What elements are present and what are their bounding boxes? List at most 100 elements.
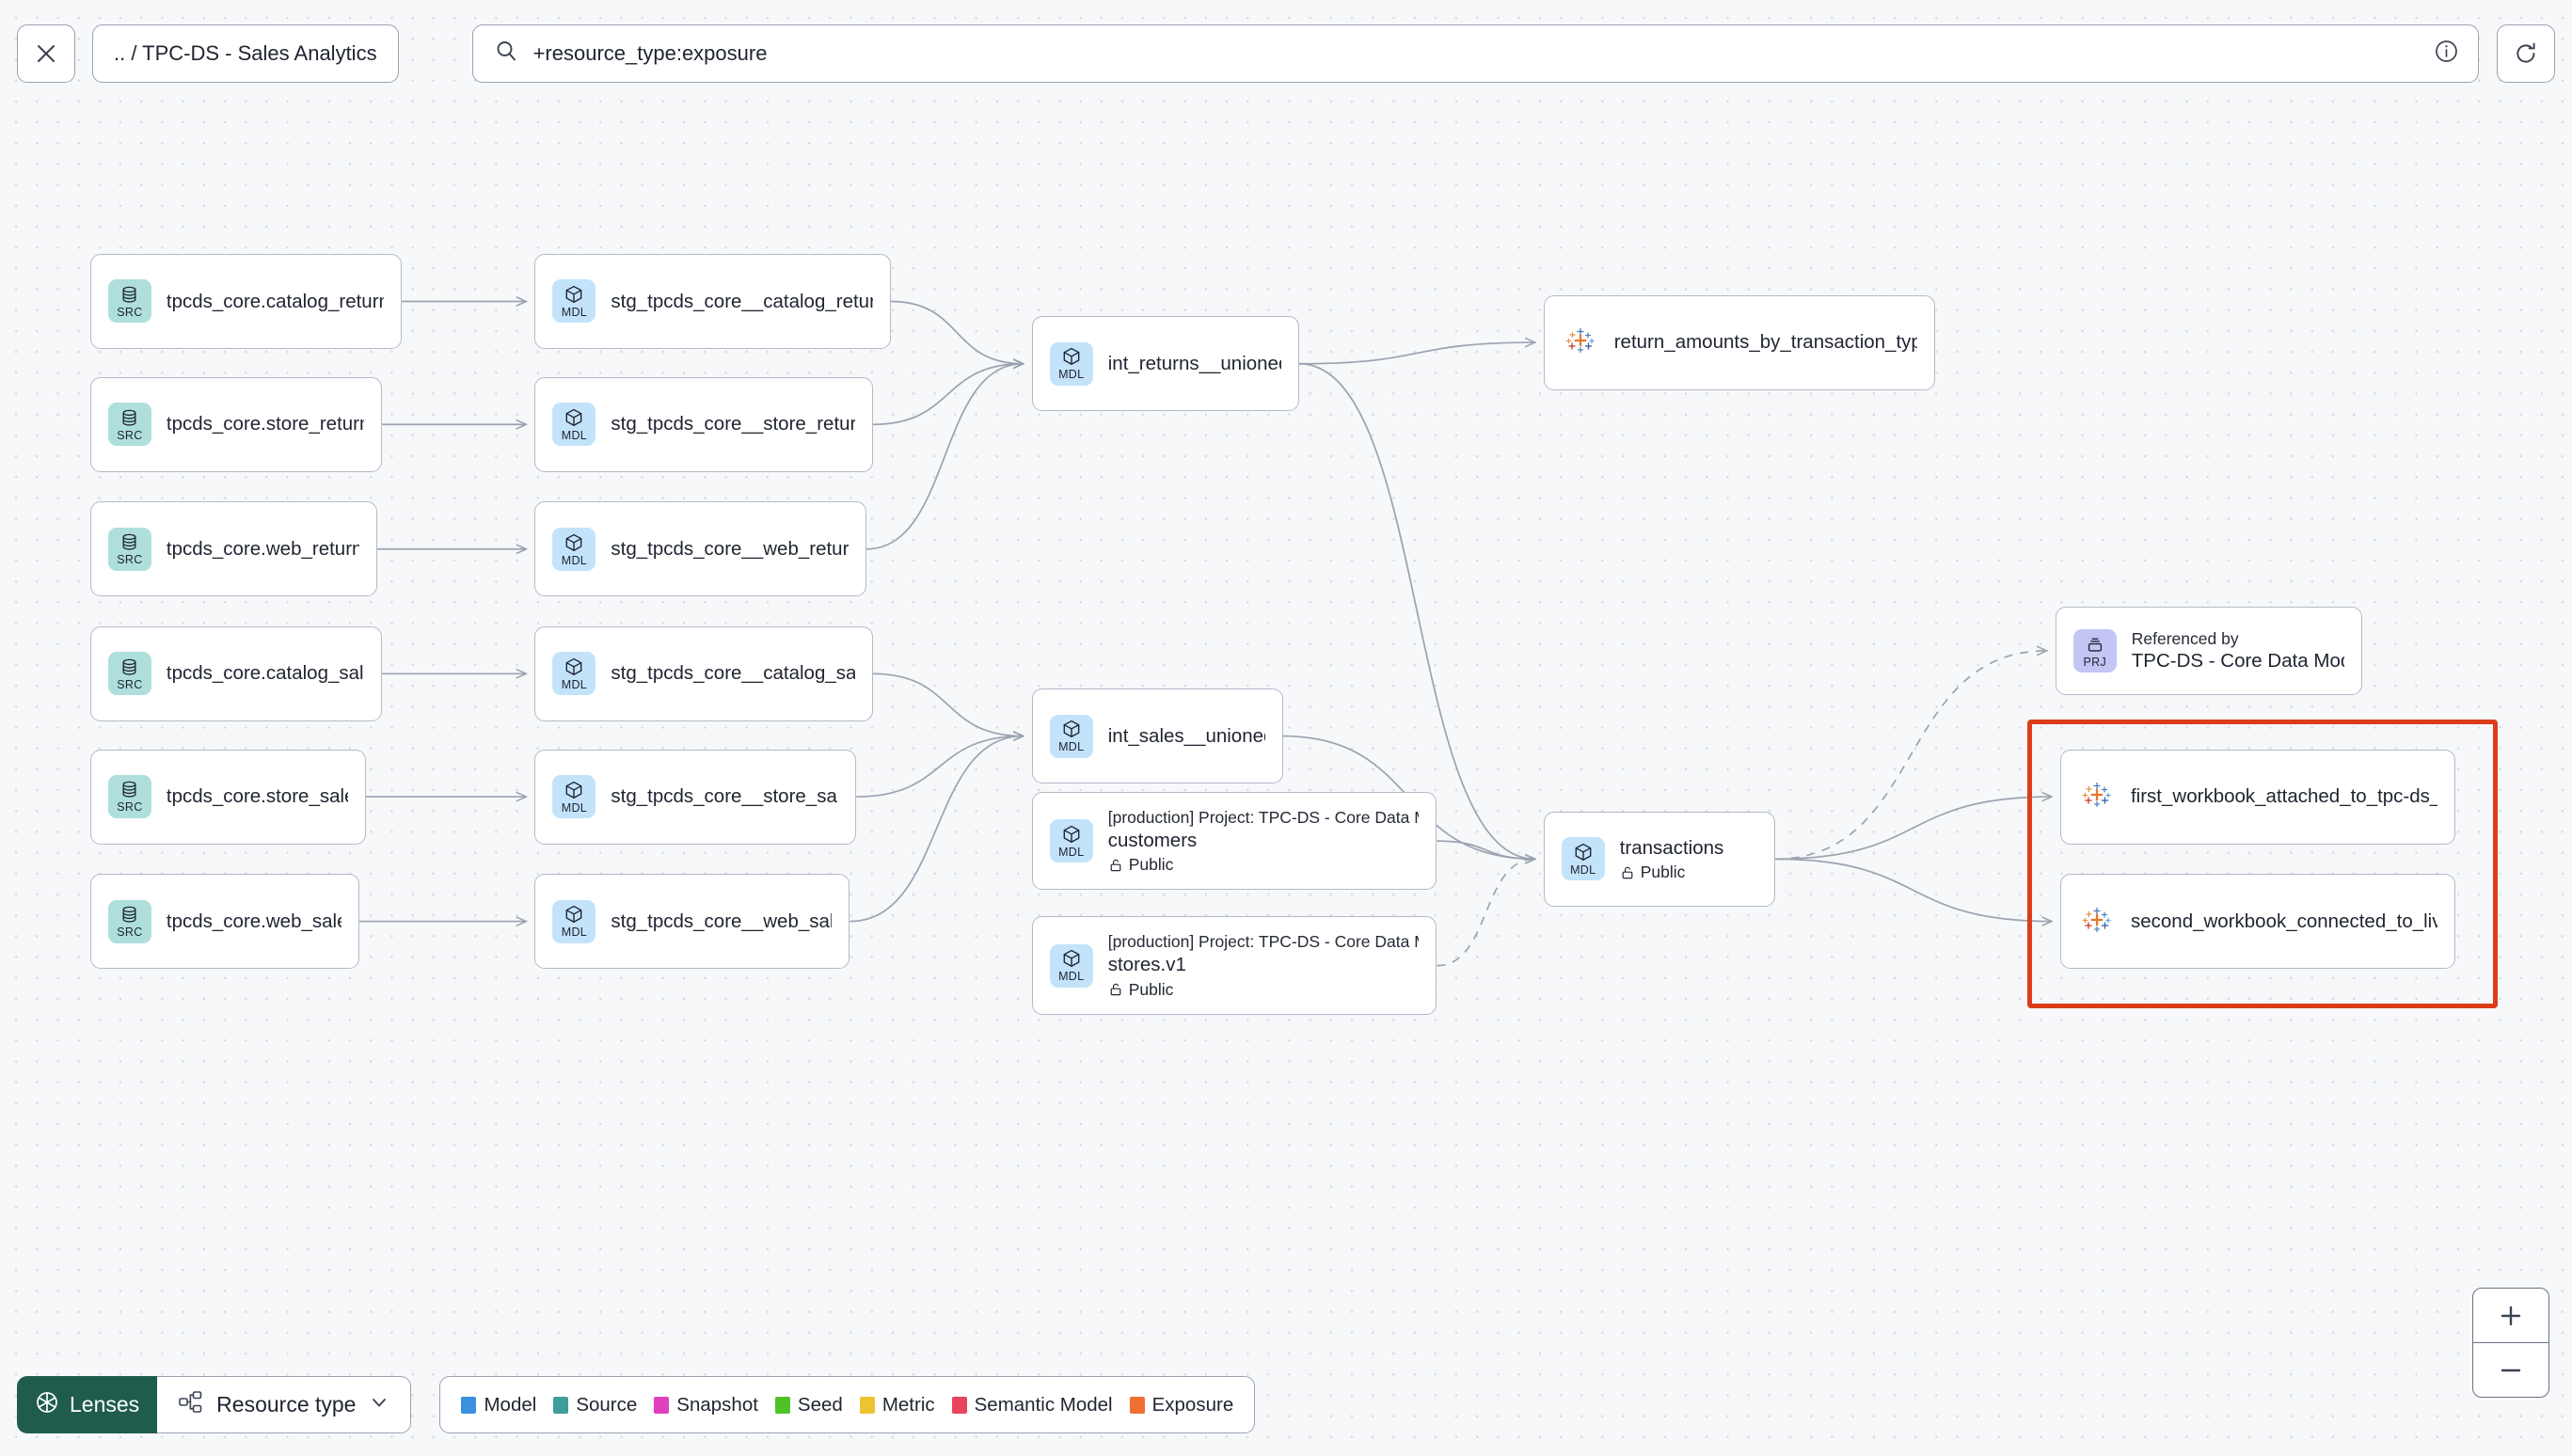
node-label: second_workbook_connected_to_live…	[2130, 910, 2438, 932]
node-visibility-label: Public	[1128, 979, 1174, 999]
lenses-label: Lenses	[70, 1392, 140, 1416]
legend-item[interactable]: Exposure	[1129, 1394, 1233, 1416]
badge-text: MDL	[1058, 970, 1085, 984]
badge-text: MDL	[561, 678, 588, 692]
refresh-icon	[2513, 40, 2539, 67]
badge-text: SRC	[117, 428, 143, 442]
node-text: [production] Project: TPC-DS - Core Data…	[1108, 931, 1420, 999]
legend-item[interactable]: Model	[461, 1394, 536, 1416]
node-text: stg_tpcds_core__store_sales	[611, 784, 838, 809]
node-label: return_amounts_by_transaction_type	[1613, 331, 1918, 354]
node-label: stg_tpcds_core__store_returns	[611, 413, 855, 435]
search-input[interactable]	[532, 40, 2434, 66]
node-label: TPC-DS - Core Data Models	[2131, 650, 2344, 673]
node-text: tpcds_core.store_returns	[167, 412, 364, 436]
node-label: tpcds_core.web_sales	[166, 910, 341, 932]
node-label: stores.v1	[1107, 954, 1186, 976]
tableau-workbook-icon	[2078, 903, 2116, 941]
node-label: int_returns__unioned	[1107, 352, 1281, 374]
node-text: tpcds_core.catalog_returns	[167, 290, 384, 314]
badge-text: SRC	[117, 677, 143, 691]
lineage-node-first_workbook[interactable]: first_workbook_attached_to_tpc-ds_-_…	[2059, 749, 2456, 845]
node-text: tpcds_core.catalog_sales	[167, 661, 364, 686]
search-bar[interactable]	[471, 24, 2479, 83]
lenses-button[interactable]: Lenses	[17, 1376, 158, 1433]
node-label: int_sales__unioned	[1107, 724, 1265, 747]
resource-type-badge-mdl: MDL	[1049, 819, 1093, 863]
zoom-divider	[2473, 1342, 2548, 1343]
legend-item[interactable]: Metric	[859, 1394, 935, 1416]
node-text: int_returns__unioned	[1108, 352, 1281, 376]
lineage-node-src_store_returns[interactable]: SRC tpcds_core.store_returns	[89, 376, 383, 472]
top-toolbar: .. / TPC-DS - Sales Analytics	[0, 0, 2572, 106]
node-text: [production] Project: TPC-DS - Core Data…	[1108, 807, 1420, 875]
lineage-edge	[1774, 797, 2052, 861]
database-icon	[119, 532, 139, 552]
resource-type-badge-prj: PRJ	[2072, 628, 2117, 673]
lineage-edge	[1774, 651, 2047, 861]
badge-text: MDL	[561, 553, 588, 567]
lineage-node-return_amounts[interactable]: return_amounts_by_transaction_type	[1543, 294, 1936, 390]
resource-type-dropdown[interactable]: Resource type	[157, 1376, 412, 1433]
graph-nodes-icon	[178, 1389, 203, 1420]
badge-text: PRJ	[2083, 655, 2106, 669]
legend-item[interactable]: Seed	[774, 1394, 843, 1416]
model-cube-icon	[564, 284, 584, 305]
badge-text: SRC	[117, 553, 143, 567]
info-circle-icon[interactable]	[2434, 39, 2459, 69]
close-button[interactable]	[17, 24, 75, 83]
lineage-edge	[872, 673, 1024, 736]
refresh-button[interactable]	[2497, 24, 2555, 83]
zoom-in-button[interactable]	[2473, 1289, 2548, 1342]
breadcrumb-label: .. / TPC-DS - Sales Analytics	[114, 40, 377, 65]
model-cube-icon	[1061, 346, 1082, 367]
lineage-node-src_catalog_sales[interactable]: SRC tpcds_core.catalog_sales	[89, 625, 383, 721]
node-subtitle: Referenced by	[2131, 628, 2239, 648]
node-label: tpcds_core.catalog_returns	[166, 290, 385, 312]
badge-text: MDL	[561, 429, 588, 442]
node-label: tpcds_core.catalog_sales	[166, 662, 365, 685]
badge-text: SRC	[117, 800, 143, 815]
badge-text: MDL	[1570, 863, 1596, 878]
lineage-node-second_workbook[interactable]: second_workbook_connected_to_live…	[2059, 874, 2456, 970]
resource-type-badge-src: SRC	[107, 279, 151, 324]
lineage-node-src_catalog_returns[interactable]: SRC tpcds_core.catalog_returns	[89, 253, 403, 350]
breadcrumb[interactable]: .. / TPC-DS - Sales Analytics	[92, 24, 399, 83]
model-cube-icon	[1061, 824, 1082, 845]
node-visibility: Public	[1108, 855, 1420, 875]
lock-open-icon	[1108, 858, 1123, 873]
lineage-node-customers[interactable]: MDL [production] Project: TPC-DS - Core D…	[1031, 791, 1437, 891]
legend-item[interactable]: Source	[553, 1394, 637, 1416]
model-cube-icon	[564, 904, 584, 925]
lineage-edge	[865, 364, 1024, 550]
legend-item[interactable]: Snapshot	[654, 1394, 758, 1416]
zoom-out-button[interactable]	[2473, 1343, 2548, 1397]
resource-type-legend: Model Source Snapshot Seed Metric Semantic Mo…	[439, 1376, 1256, 1433]
node-text: tpcds_core.web_sales	[167, 910, 341, 934]
resource-type-badge-src: SRC	[107, 403, 151, 447]
legend-item[interactable]: Semantic Model	[951, 1394, 1113, 1416]
lineage-node-stores_v1[interactable]: MDL [production] Project: TPC-DS - Core D…	[1031, 916, 1437, 1015]
legend-swatch	[553, 1396, 569, 1414]
model-cube-icon	[564, 407, 584, 428]
node-text: first_workbook_attached_to_tpc-ds_-_…	[2131, 784, 2437, 809]
lineage-node-stg_store_returns[interactable]: MDL stg_tpcds_core__store_returns	[534, 376, 873, 472]
node-label: stg_tpcds_core__web_sales	[611, 910, 833, 932]
node-text: int_sales__unioned	[1108, 724, 1265, 749]
node-label: tpcds_core.store_returns	[166, 413, 365, 435]
